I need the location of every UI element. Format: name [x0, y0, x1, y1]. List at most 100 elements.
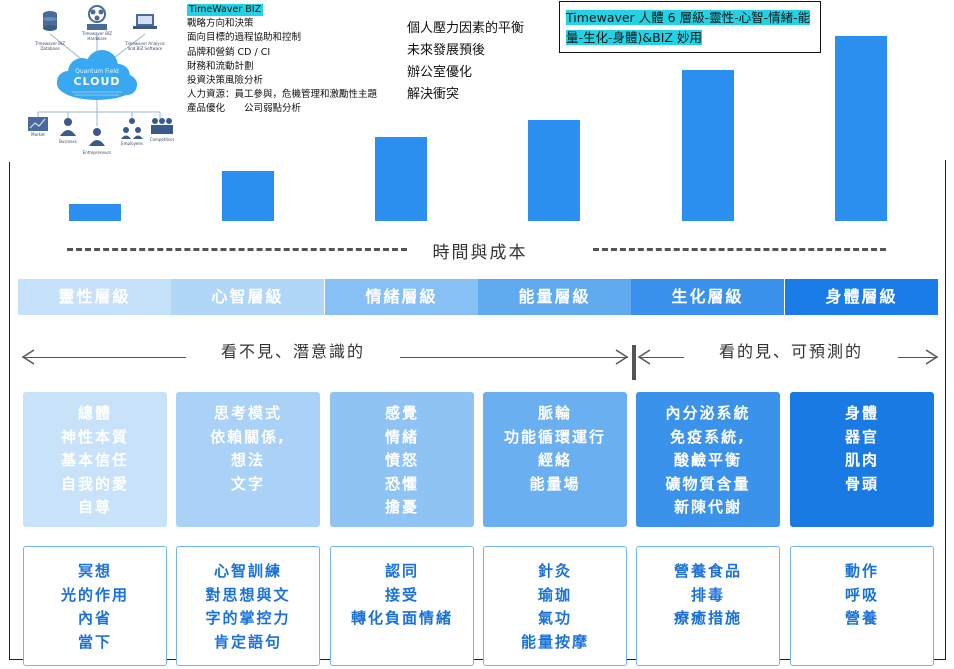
personal-feature-list: 個人壓力因素的平衡 未來發展預後 辦公室優化 解決衝突: [407, 18, 524, 106]
description-line: 總體: [77, 404, 112, 422]
node-label-software: Timewaver Analysis and BIZ Software: [125, 41, 165, 51]
node-label-hardware: Timewaver BIZ Hardware: [82, 31, 112, 41]
method-box: 心智訓練對思想與文字的掌控力肯定語句: [176, 546, 320, 666]
description-line: 內分泌系統: [665, 404, 751, 422]
method-line: 當下: [77, 632, 112, 651]
method-line: 排毒: [690, 585, 725, 604]
biz-title: TimeWaver BIZ: [187, 4, 264, 16]
description-line: 擔憂: [384, 498, 419, 516]
description-line: 新陳代謝: [673, 498, 742, 516]
bar-5: [682, 69, 734, 221]
description-line: 經絡: [537, 451, 572, 469]
level-header: 身體層級: [785, 279, 938, 315]
node-label-business: Business: [59, 139, 77, 144]
database-icon: [43, 11, 57, 31]
bar-6: [835, 35, 887, 221]
description-line: 思考模式: [213, 404, 282, 422]
method-box: 認同接受轉化負面情緒: [330, 546, 474, 666]
biz-item: 財務和流動計劃: [187, 60, 254, 72]
biz-item: 人力資源：員工參與，危機管理和激勵性主題: [187, 89, 378, 101]
description-line: 恐懼: [384, 474, 419, 493]
bar-3: [375, 136, 427, 221]
personal-item: 解決衝突: [407, 87, 460, 102]
description-box: 總體神性本質基本信任自我的愛自尊: [23, 392, 167, 527]
method-line: 認同: [384, 562, 419, 580]
description-line: 自我的愛: [60, 474, 129, 493]
method-line: 肯定語句: [213, 632, 282, 651]
description-line: 功能循環運行: [503, 427, 606, 446]
competitors-icon: [151, 118, 173, 134]
description-line: 免疫系統,: [670, 427, 746, 446]
description-line: 神性本質: [60, 427, 129, 446]
method-line: 字的掌控力: [205, 609, 291, 627]
arrow-right-icon: [925, 349, 939, 365]
method-line: 氣功: [537, 609, 572, 627]
method-line: 動作: [844, 562, 879, 580]
description-line: 情緒: [384, 427, 419, 446]
method-line: 冥想: [77, 562, 112, 580]
description-line: 能量場: [529, 474, 581, 493]
level-header: 能量層級: [478, 279, 631, 315]
bar-2: [222, 170, 274, 221]
invisible-label: 看不見、潛意識的: [186, 338, 400, 362]
description-line: 器官: [844, 427, 879, 446]
employees-icon: [121, 118, 143, 139]
method-line: 營養: [844, 609, 879, 627]
biz-item: 品牌和營銷 CD / CI: [187, 46, 271, 58]
method-line: 心智訓練: [213, 562, 282, 580]
time-cost-label: 時間與成本: [432, 243, 528, 263]
method-line: 光的作用: [60, 585, 129, 604]
description-box: 身體器官肌肉骨頭: [790, 392, 934, 527]
bar-1: [69, 204, 121, 221]
description-box: 感覺情緒憤怒恐懼擔憂: [330, 392, 474, 527]
method-line: 療癒措施: [673, 609, 742, 627]
node-label-market: Market: [31, 132, 45, 137]
biz-item: 投資決策風險分析: [187, 75, 264, 87]
node-label-competitors: Competitors: [149, 137, 175, 142]
diagram-frame: [9, 160, 946, 660]
node-label-entrepreneurs: Entrepreneurs: [82, 150, 112, 155]
personal-item: 未來發展預後: [407, 43, 486, 58]
hardware-icon: [87, 5, 107, 30]
quantum-cloud-illustration: Quantum Field CLOUD: [0, 0, 180, 162]
description-box: 脈輪功能循環運行經絡能量場: [483, 392, 627, 527]
description-line: 依賴關係,: [210, 427, 286, 446]
market-icon: [28, 117, 48, 131]
description-line: 肌肉: [844, 451, 879, 469]
description-line: 感覺: [384, 404, 419, 422]
level-header: 心智層級: [171, 279, 324, 315]
description-box: 內分泌系統免疫系統,酸鹼平衡礦物質含量新陳代謝: [636, 392, 780, 527]
cloud-title: Quantum Field: [75, 68, 119, 75]
business-person-icon: [60, 118, 76, 136]
description-line: 想法: [230, 451, 265, 469]
description-line: 憤怒: [384, 451, 419, 469]
divider-bar: [632, 345, 636, 380]
method-line: 呼吸: [844, 585, 879, 604]
method-line: 轉化負面情緒: [350, 609, 453, 627]
level-header: 生化層級: [631, 279, 784, 315]
cloud-label: CLOUD: [73, 75, 120, 88]
description-line: 礦物質含量: [665, 474, 751, 493]
node-label-database: Timewaver BIZ Database: [35, 41, 65, 51]
arrow-left-icon: [637, 349, 651, 365]
visible-label: 看的見、可預測的: [684, 338, 898, 362]
description-line: 脈輪: [537, 404, 572, 422]
description-box: 思考模式依賴關係,想法文字: [176, 392, 320, 527]
biz-item: 產品優化 公司弱點分析: [187, 103, 302, 115]
method-line: 接受: [384, 585, 419, 604]
laptop-icon: [133, 14, 157, 29]
level-header: 靈性層級: [18, 279, 171, 315]
personal-item: 個人壓力因素的平衡: [407, 21, 525, 36]
entrepreneur-icon: [89, 128, 105, 146]
method-line: 對思想與文: [205, 585, 291, 604]
method-line: 能量按摩: [520, 632, 589, 651]
method-box: 動作呼吸營養: [790, 546, 934, 666]
node-label-employees: Employees: [121, 141, 143, 146]
description-line: 骨頭: [844, 474, 879, 493]
method-box: 冥想光的作用內省當下: [23, 546, 167, 666]
description-line: 身體: [844, 404, 879, 422]
time-axis-dash-left: [67, 248, 407, 251]
method-line: 營養食品: [673, 562, 742, 580]
method-line: 瑜珈: [537, 585, 572, 604]
timewaver-title-text: Timewaver 人體 6 層級-靈性-心智-情緒-能量-生化-身體)&BIZ…: [566, 10, 811, 45]
